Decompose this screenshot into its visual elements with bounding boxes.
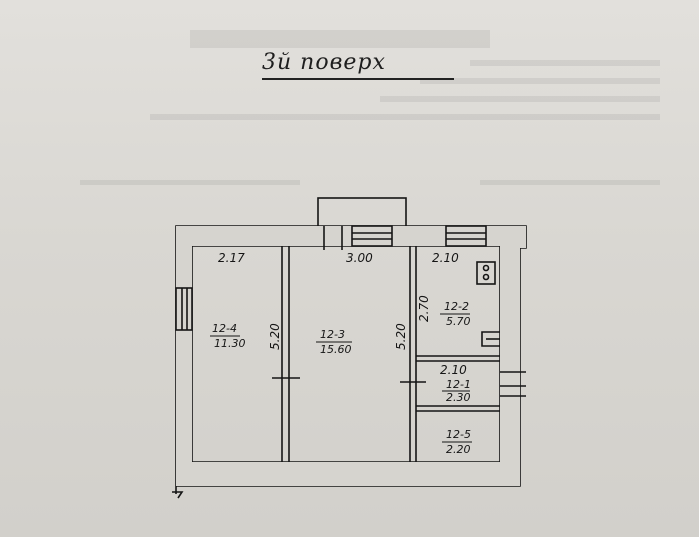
dim-middle-room-height: 5.20 — [394, 323, 408, 350]
room-12-4-area: 11.30 — [214, 337, 246, 350]
room-12-5-id: 12-5 — [446, 428, 471, 441]
sink-icon — [481, 331, 500, 347]
room-12-4: 12-4 11.30 — [210, 322, 246, 350]
stove-icon — [476, 261, 496, 285]
window-top-middle — [351, 225, 393, 247]
room-12-3-area: 15.60 — [320, 343, 352, 356]
partition-middle — [400, 246, 426, 462]
room-12-1-id: 12-1 — [446, 378, 471, 391]
partition-kitchen-bottom — [416, 355, 500, 362]
outer-wall-outline — [175, 225, 527, 494]
window-left — [175, 287, 193, 331]
room-12-2-id: 12-2 — [444, 300, 469, 313]
wall-break-mark — [172, 491, 184, 499]
room-12-1-area: 2.30 — [446, 391, 471, 404]
entrance-door — [500, 371, 526, 397]
room-12-4-id: 12-4 — [212, 322, 237, 335]
room-12-3-id: 12-3 — [320, 328, 345, 341]
dim-kitchen-height: 2.70 — [417, 295, 431, 322]
dim-top-right: 2.10 — [432, 251, 459, 265]
dim-corridor-width: 2.10 — [440, 363, 467, 377]
title-underline — [262, 78, 454, 80]
dim-left-room-height: 5.20 — [268, 323, 282, 350]
dim-top-left: 2.17 — [218, 251, 245, 265]
partition-left — [272, 246, 300, 462]
room-12-5: 12-5 2.20 — [442, 428, 472, 456]
dim-top-middle: 3.00 — [346, 251, 373, 265]
window-top-right — [445, 225, 487, 247]
room-12-2: 12-2 5.70 — [440, 300, 471, 328]
floor-title: 3й поверх — [262, 50, 386, 75]
room-12-3: 12-3 15.60 — [316, 328, 352, 356]
room-12-2-area: 5.70 — [446, 315, 471, 328]
room-12-1: 12-1 2.30 — [442, 378, 471, 404]
partition-bath-bottom — [416, 405, 500, 412]
balcony-outline — [317, 197, 407, 229]
room-12-5-area: 2.20 — [446, 443, 471, 456]
